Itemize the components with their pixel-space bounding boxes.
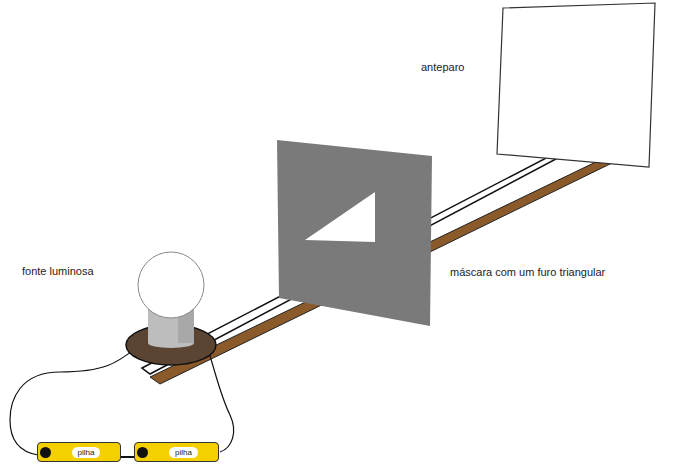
mask-plate <box>277 140 432 326</box>
battery-label: pilha <box>169 447 198 458</box>
battery-terminal <box>137 447 148 458</box>
battery: pilha <box>134 442 219 462</box>
lamp-bulb <box>138 252 204 318</box>
screen: anteparo <box>415 2 661 170</box>
wire <box>205 340 234 452</box>
screen-shape <box>497 3 655 167</box>
wire-connector <box>121 456 134 458</box>
battery-terminal <box>40 447 51 458</box>
wire <box>10 345 140 455</box>
screen-label: anteparo <box>421 61 464 74</box>
source-label: fonte luminosa <box>22 265 94 278</box>
screen-outline <box>415 2 661 170</box>
triangular-hole <box>305 192 375 242</box>
battery-label: pilha <box>72 447 101 458</box>
mask-label: máscara com um furo triangular <box>450 266 605 279</box>
battery: pilha <box>37 442 121 462</box>
